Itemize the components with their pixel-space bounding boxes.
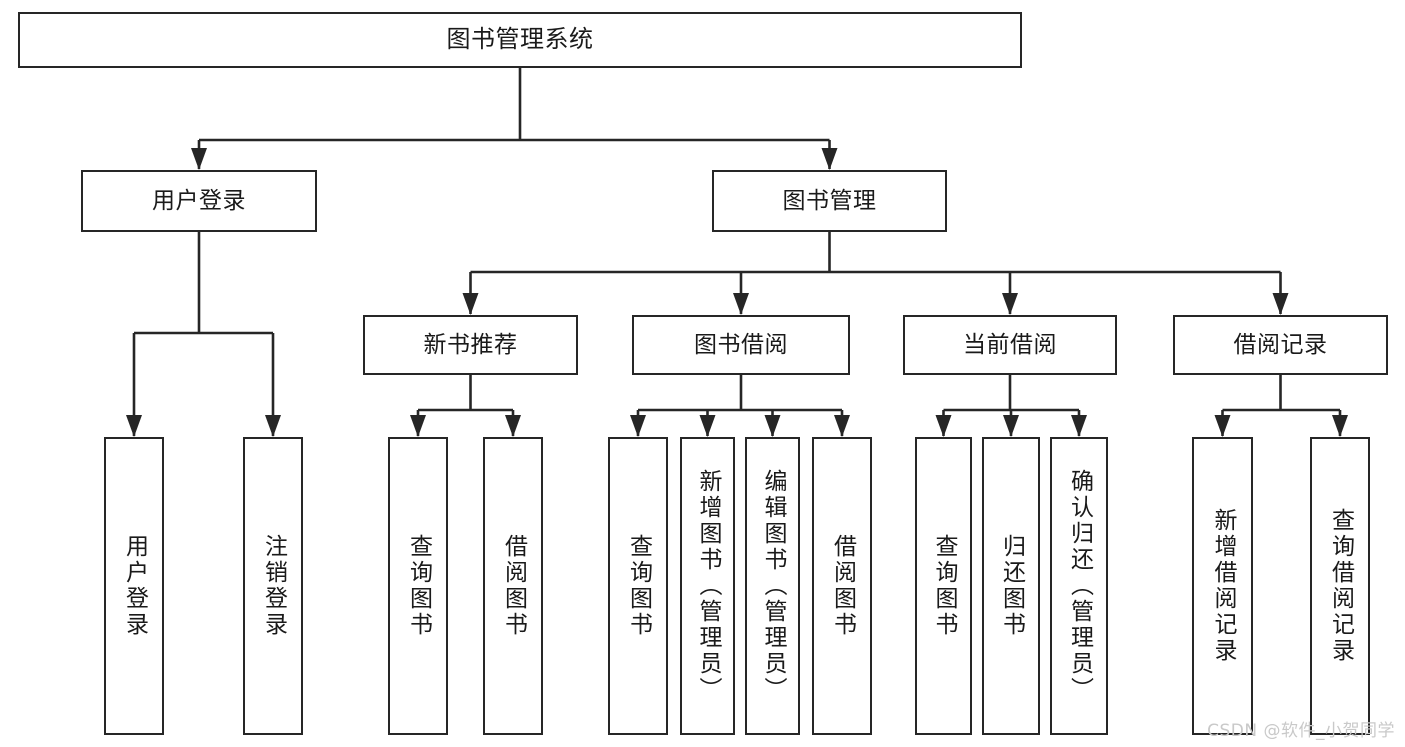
node-label: 用户登录: [152, 187, 246, 214]
arrowhead-icon: [126, 415, 142, 437]
node-label: 借阅记录: [1233, 331, 1328, 358]
node-current[interactable]: 当前借阅: [903, 315, 1117, 375]
node-label: 确认归还（管理员）: [1066, 469, 1093, 703]
arrowhead-icon: [1332, 415, 1348, 437]
arrowhead-icon: [733, 293, 749, 315]
arrowhead-icon: [191, 148, 207, 170]
node-label: 新增图书（管理员）: [695, 469, 721, 703]
csdn-watermark: CSDN @软件_小贺同学: [1207, 721, 1395, 741]
node-label: 图书借阅: [694, 331, 788, 358]
arrowhead-icon: [410, 415, 426, 437]
node-label: 借阅图书: [829, 534, 856, 638]
node-leaf-new-2[interactable]: 借阅图书: [483, 437, 543, 735]
node-leaf-borrow-4[interactable]: 借阅图书: [812, 437, 872, 735]
node-label: 查询借阅记录: [1327, 508, 1354, 664]
node-root[interactable]: 图书管理系统: [18, 12, 1022, 68]
node-label: 借阅图书: [500, 534, 527, 638]
node-label: 注销登录: [260, 534, 287, 638]
node-label: 新书推荐: [423, 331, 518, 358]
arrowhead-icon: [1003, 415, 1019, 437]
arrowhead-icon: [1214, 415, 1231, 437]
arrowhead-icon: [699, 415, 716, 437]
node-leaf-login-2[interactable]: 注销登录: [243, 437, 303, 735]
node-label: 当前借阅: [963, 331, 1057, 358]
node-newbook[interactable]: 新书推荐: [363, 315, 578, 375]
node-leaf-borrow-3[interactable]: 编辑图书（管理员）: [745, 437, 800, 735]
node-leaf-rec-2[interactable]: 查询借阅记录: [1310, 437, 1370, 735]
node-label: 归还图书: [998, 534, 1025, 638]
node-leaf-borrow-1[interactable]: 查询图书: [608, 437, 668, 735]
node-login[interactable]: 用户登录: [81, 170, 317, 232]
node-label: 用户登录: [121, 534, 148, 638]
node-label: 查询图书: [931, 534, 957, 638]
arrowhead-icon: [1002, 293, 1018, 315]
edge-group: [132, 68, 1342, 436]
node-label: 查询图书: [405, 534, 432, 638]
node-leaf-cur-1[interactable]: 查询图书: [915, 437, 972, 735]
node-label: 编辑图书（管理员）: [760, 469, 786, 703]
node-leaf-new-1[interactable]: 查询图书: [388, 437, 448, 735]
node-label: 图书管理系统: [446, 25, 594, 54]
arrowhead-icon: [630, 415, 646, 437]
node-leaf-rec-1[interactable]: 新增借阅记录: [1192, 437, 1253, 735]
arrowhead-icon: [1071, 415, 1087, 437]
node-label: 查询图书: [625, 534, 652, 638]
node-bookmgmt[interactable]: 图书管理: [712, 170, 947, 232]
arrowhead-icon: [505, 415, 521, 437]
node-leaf-cur-3[interactable]: 确认归还（管理员）: [1050, 437, 1108, 735]
node-records[interactable]: 借阅记录: [1173, 315, 1388, 375]
arrowhead-icon: [1272, 293, 1289, 315]
node-label: 新增借阅记录: [1210, 508, 1236, 664]
arrowhead-icon: [265, 415, 281, 437]
node-leaf-login-1[interactable]: 用户登录: [104, 437, 164, 735]
arrowhead-icon: [834, 415, 850, 437]
node-leaf-cur-2[interactable]: 归还图书: [982, 437, 1040, 735]
node-label: 图书管理: [782, 187, 877, 214]
arrowhead-icon: [462, 293, 479, 315]
arrowhead-icon: [935, 415, 952, 437]
node-leaf-borrow-2[interactable]: 新增图书（管理员）: [680, 437, 735, 735]
node-borrow[interactable]: 图书借阅: [632, 315, 850, 375]
arrowhead-icon: [764, 415, 781, 437]
arrowhead-icon: [821, 148, 838, 170]
